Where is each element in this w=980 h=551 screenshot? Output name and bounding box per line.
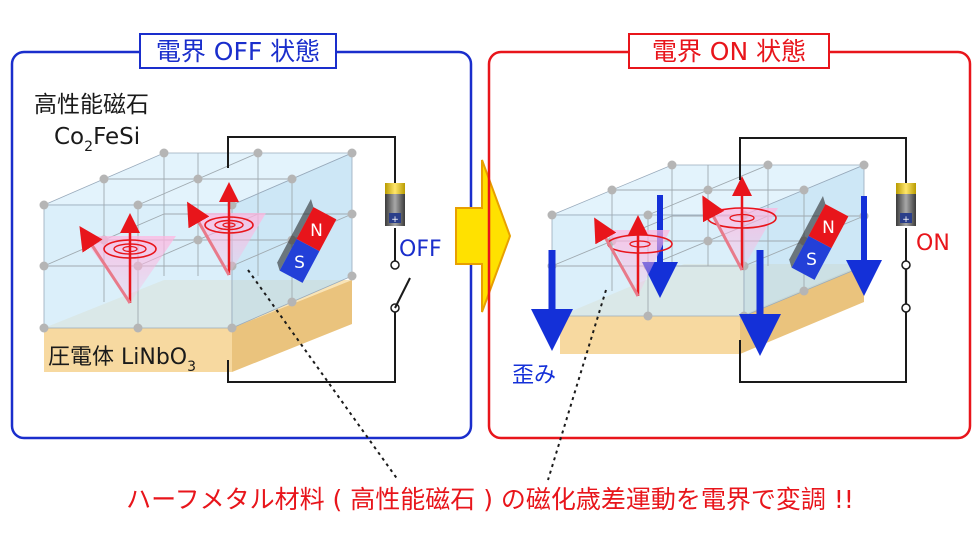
- pointer-line-left: [247, 269, 399, 481]
- on-title-box: [628, 33, 830, 69]
- off-substrate-side: [232, 280, 352, 372]
- caption: ハーフメタル材料 ( 高性能磁石 ) の磁化歳差運動を電界で変調 !!: [126, 485, 854, 514]
- on-battery-icon: +: [896, 183, 916, 226]
- off-precession-right: [187, 182, 266, 276]
- off-magnet-s-label: S: [294, 253, 305, 273]
- off-switch-icon: [390, 260, 411, 313]
- pointer-line-right: [547, 289, 607, 481]
- off-bar-magnet-icon: S N: [277, 198, 337, 283]
- off-panel: 電界 OFF 状態: [10, 33, 473, 440]
- on-switch-label: ON: [916, 231, 950, 256]
- on-magnet-s-label: S: [806, 250, 817, 270]
- magnet-material-formula: Co2FeSi: [54, 124, 140, 155]
- off-magnet-n-label: N: [310, 221, 323, 241]
- off-switch-label: OFF: [399, 237, 442, 262]
- strain-label: 歪み: [512, 363, 556, 388]
- on-panel-title: 電界 ON 状態: [652, 37, 806, 66]
- on-battery-plus: +: [902, 215, 910, 225]
- off-substrate-front: [44, 328, 232, 372]
- off-title-box: [139, 33, 337, 69]
- off-circuit-wire-bottom: [227, 312, 396, 383]
- on-panel: 電界 ON 状態: [487, 33, 972, 440]
- on-magnet-n-label: N: [822, 218, 835, 238]
- piezo-material-label: 圧電体 LiNbO3: [48, 345, 196, 375]
- off-circuit-wire-top: [227, 136, 396, 184]
- off-battery-plus: +: [391, 215, 399, 225]
- on-substrate-front: [560, 316, 740, 354]
- on-circuit-wire-bottom: [739, 312, 907, 383]
- magnet-material-name: 高性能磁石: [34, 92, 149, 118]
- transition-arrow-icon: [455, 159, 512, 313]
- on-precession-left: [594, 215, 673, 297]
- off-panel-title: 電界 OFF 状態: [156, 37, 320, 66]
- on-circuit-wire-top: [739, 137, 907, 184]
- off-precession-left: [79, 213, 176, 304]
- on-bar-magnet-icon: S N: [789, 195, 849, 280]
- on-switch-icon: [901, 260, 911, 313]
- off-battery-icon: +: [385, 183, 405, 226]
- on-precession-right: [702, 176, 778, 271]
